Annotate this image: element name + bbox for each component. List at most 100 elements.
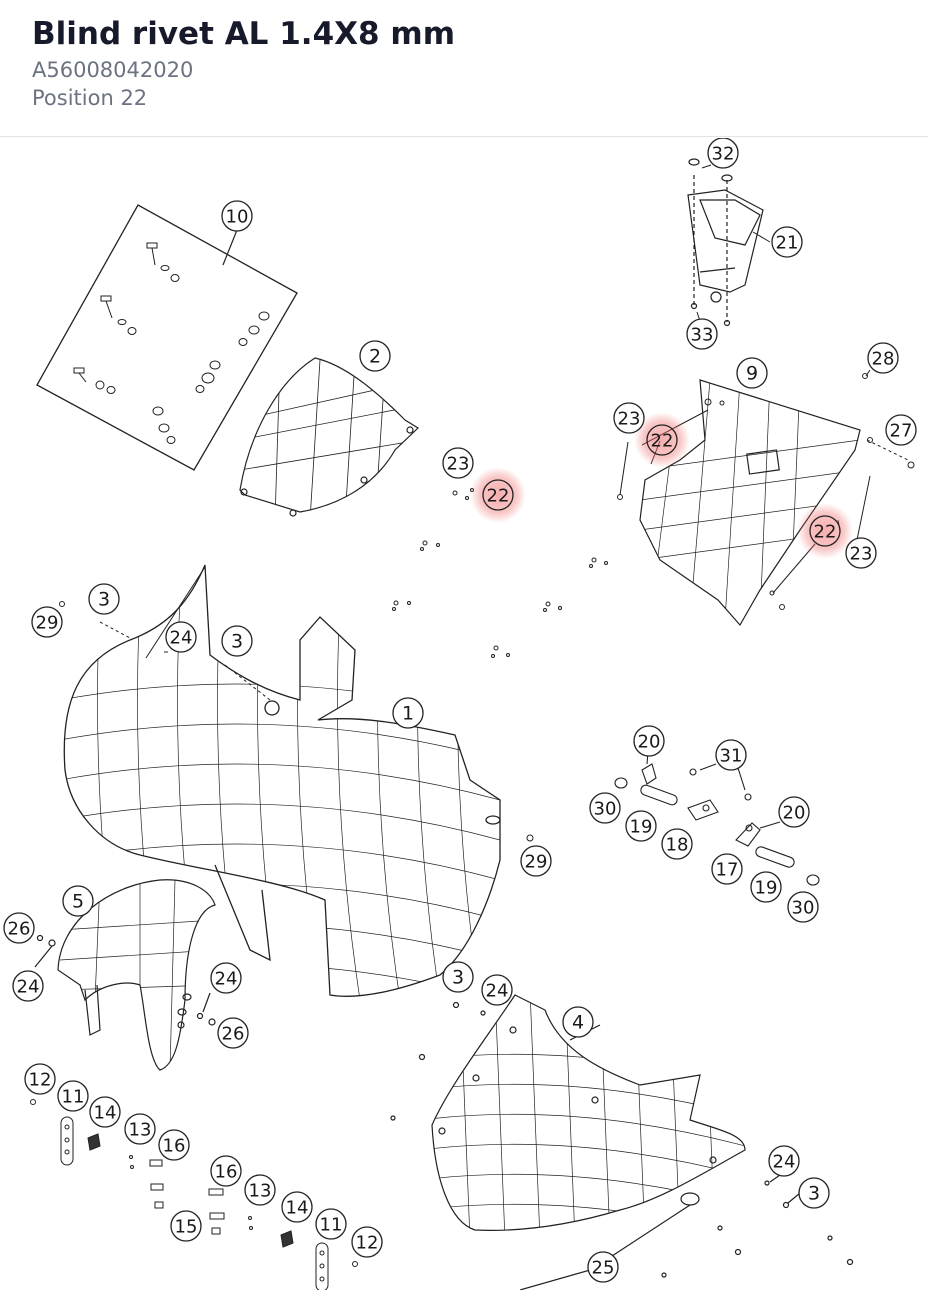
callout-label: 9 [746,363,758,385]
callout-circle [392,697,424,729]
callout-label: 24 [170,628,193,649]
callout-24-c24b[interactable]: 24 [12,970,44,1002]
callout-label: 11 [62,1087,85,1108]
callout-12-c12b[interactable]: 12 [351,1226,383,1258]
callout-label: 16 [163,1136,186,1157]
callout-circle [165,621,197,653]
callout-circle [587,1251,619,1283]
callout-24-c24d[interactable]: 24 [481,974,513,1006]
callout-label: 30 [594,799,617,820]
callout-16-c16a[interactable]: 16 [158,1129,190,1161]
callout-label: 24 [215,969,238,990]
callout-23-c23c[interactable]: 23 [845,537,877,569]
callout-25-c25[interactable]: 25 [587,1251,619,1283]
callout-13-c13b[interactable]: 13 [244,1174,276,1206]
callout-20-c20a[interactable]: 20 [633,725,665,757]
callout-11-c11a[interactable]: 11 [57,1080,89,1112]
callout-24-c24c[interactable]: 24 [210,962,242,994]
callout-label: 31 [720,746,743,767]
callout-circle [210,962,242,994]
callout-22-c22a[interactable]: 22 [482,479,514,511]
highlight-halo-c22a [470,467,526,523]
callout-label: 24 [486,981,509,1002]
callout-13-c13a[interactable]: 13 [124,1113,156,1145]
part-1-front-fairing [63,564,501,997]
callout-label: 5 [72,891,84,913]
part-4-belly-pan [390,994,854,1290]
callout-circle [711,853,743,885]
callout-29-c29b[interactable]: 29 [520,845,552,877]
callout-3-c3c[interactable]: 3 [442,961,474,993]
callout-24-c24e[interactable]: 24 [768,1145,800,1177]
callout-14-c14a[interactable]: 14 [89,1096,121,1128]
callout-circle [715,739,747,771]
callout-label: 16 [215,1162,238,1183]
callout-circle [221,625,253,657]
callout-circle [625,810,657,842]
callout-circle [221,200,253,232]
callout-32-c32[interactable]: 32 [707,138,739,169]
callout-23-c23a[interactable]: 23 [442,447,474,479]
callout-15-c15[interactable]: 15 [170,1210,202,1242]
callout-12-c12a[interactable]: 12 [24,1063,56,1095]
callout-33-c33[interactable]: 33 [686,318,718,350]
part-header: Blind rivet AL 1.4X8 mm A56008042020 Pos… [0,0,928,137]
callout-circle [158,1129,190,1161]
callout-18-c18[interactable]: 18 [661,828,693,860]
callout-3-c3a[interactable]: 3 [88,583,120,615]
callout-4-c4[interactable]: 4 [562,1006,594,1038]
callout-2-c2[interactable]: 2 [359,340,391,372]
callout-23-c23b[interactable]: 23 [613,402,645,434]
callout-30-c30b[interactable]: 30 [787,891,819,923]
callout-label: 22 [487,486,510,507]
callout-circle [244,1174,276,1206]
callout-1-c1[interactable]: 1 [392,697,424,729]
callout-9-c9[interactable]: 9 [736,357,768,389]
part-title: Blind rivet AL 1.4X8 mm [32,16,456,52]
callout-label: 3 [452,967,464,989]
callout-26-c26a[interactable]: 26 [3,912,35,944]
callout-label: 32 [712,144,735,165]
part-number: A56008042020 [32,58,194,82]
callout-30-c30a[interactable]: 30 [589,792,621,824]
callout-circle [12,970,44,1002]
callout-3-c3b[interactable]: 3 [221,625,253,657]
callout-19-c19b[interactable]: 19 [750,871,782,903]
callout-label: 26 [8,919,31,940]
callout-20-c20b[interactable]: 20 [778,796,810,828]
callout-label: 24 [17,977,40,998]
parts-11-16-hardware [30,1099,358,1290]
callout-21-c21[interactable]: 21 [771,226,803,258]
callout-circle [686,318,718,350]
callout-16-c16b[interactable]: 16 [210,1155,242,1187]
callout-24-c24a[interactable]: 24 [165,621,197,653]
part-10-mounting-kit [36,204,298,471]
callout-circle [633,725,665,757]
callout-circle [750,871,782,903]
callout-label: 12 [356,1233,379,1254]
callout-circle [778,796,810,828]
callout-circle [442,447,474,479]
parts-17-20-linkage [614,751,820,886]
callout-22-c22c[interactable]: 22 [809,515,841,547]
callout-circle [31,606,63,638]
callout-10-c10[interactable]: 10 [221,200,253,232]
callout-circle [885,414,917,446]
callout-label: 27 [890,421,913,442]
callout-19-c19a[interactable]: 19 [625,810,657,842]
highlight-halo-c22b [634,412,690,468]
callout-26-c26b[interactable]: 26 [217,1017,249,1049]
callout-28-c28[interactable]: 28 [867,342,899,374]
callout-5-c5[interactable]: 5 [62,885,94,917]
callout-14-c14b[interactable]: 14 [281,1191,313,1223]
callout-11-c11b[interactable]: 11 [315,1208,347,1240]
callout-29-c29a[interactable]: 29 [31,606,63,638]
callout-31-c31[interactable]: 31 [715,739,747,771]
callout-3-c3d[interactable]: 3 [798,1177,830,1209]
callout-17-c17[interactable]: 17 [711,853,743,885]
diagram-canvas: 1022322322133928232227222329324312031301… [3,138,917,1290]
callout-22-c22b[interactable]: 22 [646,424,678,456]
callout-27-c27[interactable]: 27 [885,414,917,446]
